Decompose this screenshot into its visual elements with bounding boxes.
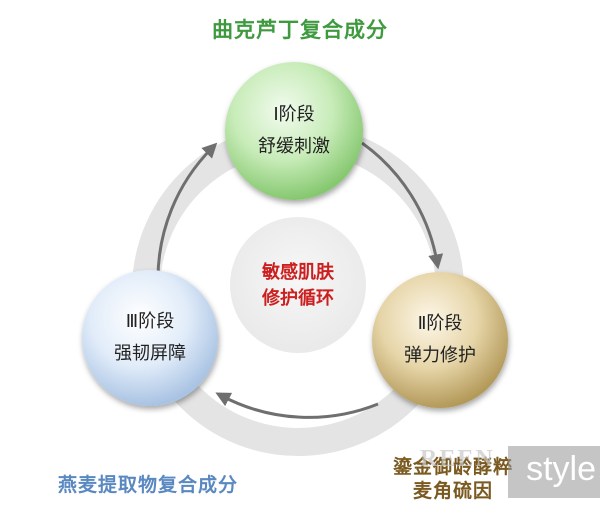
arrow-stage3-to-stage1 [156,142,218,283]
stage-node-1: Ⅰ阶段 舒缓刺激 [225,62,363,200]
title-bottom-left: 燕麦提取物复合成分 [58,474,239,496]
watermark-box [508,446,600,498]
stage-node-3: Ⅲ阶段 强韧屏障 [82,270,218,406]
stage-3-label: Ⅲ阶段 [126,311,174,332]
title-bottom-right-line1: 鎏金御龄酵粹 [393,456,514,478]
watermark-text: style [526,450,596,488]
arrow-stage2-to-stage3 [215,392,379,419]
stage-3-desc: 强韧屏障 [114,343,186,364]
stage-2-desc: 弹力修护 [404,345,476,366]
watermark-small-text: REEN [420,446,495,472]
center-text-line2: 修护循环 [261,287,334,309]
center-text-line1: 敏感肌肤 [261,261,335,283]
stage-node-2: Ⅱ阶段 弹力修护 [372,272,508,408]
arrow-stage1-to-stage2 [361,141,444,270]
center-disc [230,217,366,353]
stage-1-label: Ⅰ阶段 [273,104,314,125]
stage-1-desc: 舒缓刺激 [258,136,330,157]
stage-2-label: Ⅱ阶段 [418,313,463,334]
watermark: REEN style [420,446,600,498]
title-top: 曲克芦丁复合成分 [212,18,388,42]
title-bottom-right: 鎏金御龄酵粹 麦角硫因 [393,455,513,503]
title-bottom-right-line2: 麦角硫因 [413,480,494,502]
